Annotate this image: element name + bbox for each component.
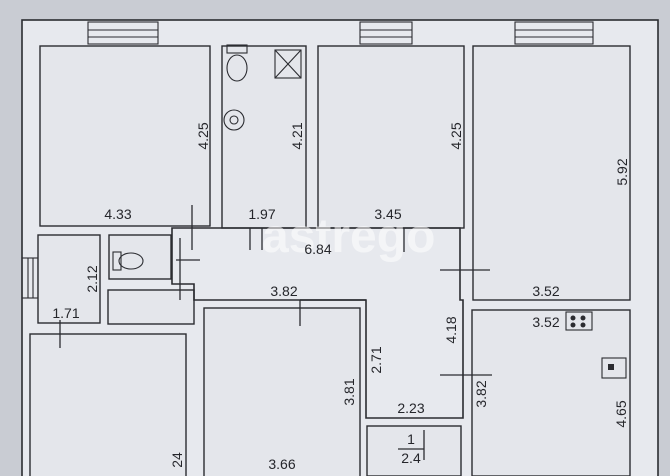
- dim-bath-width: 1.97: [248, 206, 275, 222]
- dim-kitchen-width: 3.52: [532, 314, 559, 330]
- dim-closet-denominator: 2.4: [401, 450, 421, 466]
- dim-room1-height: 4.25: [195, 122, 211, 149]
- dim-left-bottom: 24: [169, 452, 185, 468]
- dim-corridor-right: 4.18: [443, 316, 459, 343]
- window-top-2: [359, 21, 413, 45]
- window-top-1: [87, 21, 159, 45]
- dim-room4-height: 5.92: [614, 158, 630, 185]
- room-5: [203, 307, 361, 476]
- room-4: [472, 45, 631, 301]
- kitchen: [471, 309, 631, 476]
- wc-toilet-icon: [112, 251, 144, 271]
- dim-closet-numerator: 1: [407, 431, 415, 447]
- dim-room1-width: 4.33: [104, 206, 131, 222]
- dim-kitchen-side: 3.82: [473, 380, 489, 407]
- dim-bath-height: 4.21: [289, 122, 305, 149]
- room-3: [317, 45, 465, 229]
- dim-wc-height: 2.12: [84, 265, 100, 292]
- dim-corridor-height: 2.71: [368, 346, 384, 373]
- fridge-icon: [601, 357, 627, 379]
- dim-room4-width: 3.52: [532, 283, 559, 299]
- dim-small-width: 2.23: [397, 400, 424, 416]
- shower-icon: [274, 49, 302, 79]
- dim-room3-width: 3.45: [374, 206, 401, 222]
- window-top-3: [514, 21, 594, 45]
- closet: [366, 425, 462, 476]
- dim-corridor-length: 6.84: [304, 241, 331, 257]
- hall-closet: [37, 234, 101, 324]
- dim-hall-width: 1.71: [52, 305, 79, 321]
- dim-kitchen-height: 4.65: [613, 400, 629, 427]
- watermark: astrego: [262, 210, 435, 263]
- sink-icon: [223, 109, 245, 131]
- corridor: [171, 227, 464, 419]
- storage: [107, 289, 195, 325]
- outer-wall-outline: [21, 19, 659, 476]
- room-left-bottom: [29, 333, 187, 476]
- stove-icon: [565, 311, 593, 331]
- dim-room5-width: 3.82: [270, 283, 297, 299]
- dim-room3-height: 4.25: [448, 122, 464, 149]
- dim-room5-height: 3.81: [341, 378, 357, 405]
- wc: [108, 234, 172, 280]
- room-1: [39, 45, 211, 227]
- toilet-icon: [226, 44, 248, 82]
- dim-room5-bottom: 3.66: [268, 456, 295, 472]
